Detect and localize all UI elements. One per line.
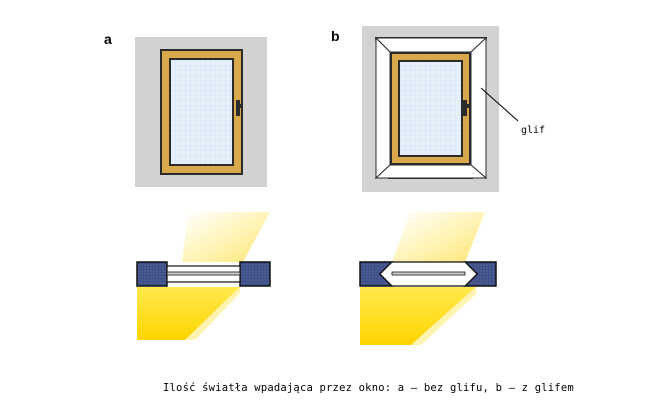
handle-b-icon	[463, 100, 467, 116]
light-pool-b	[360, 287, 476, 345]
section-b	[359, 212, 497, 345]
label-glif: glif	[521, 125, 545, 136]
section-a	[136, 212, 271, 340]
reveal-bottom	[374, 164, 488, 179]
label-a: a	[104, 31, 112, 47]
handle-a-icon	[236, 100, 240, 116]
figure-caption: Ilość światła wpadająca przez okno: a – …	[163, 382, 574, 394]
glass-a	[171, 60, 232, 164]
window-b-elevation	[362, 26, 519, 192]
label-b: b	[331, 28, 340, 44]
window-a-elevation	[135, 37, 267, 187]
wall-section-a-left	[136, 261, 168, 287]
light-beam-a	[182, 212, 270, 262]
reveal-left	[375, 36, 391, 180]
light-beam-b	[392, 212, 485, 262]
reveal-right	[470, 36, 487, 180]
wall-section-a-right	[239, 261, 271, 287]
glass-b	[400, 62, 461, 155]
glif-leader-line	[480, 87, 519, 122]
reveal-top	[374, 37, 488, 53]
light-pool-a	[137, 287, 240, 340]
